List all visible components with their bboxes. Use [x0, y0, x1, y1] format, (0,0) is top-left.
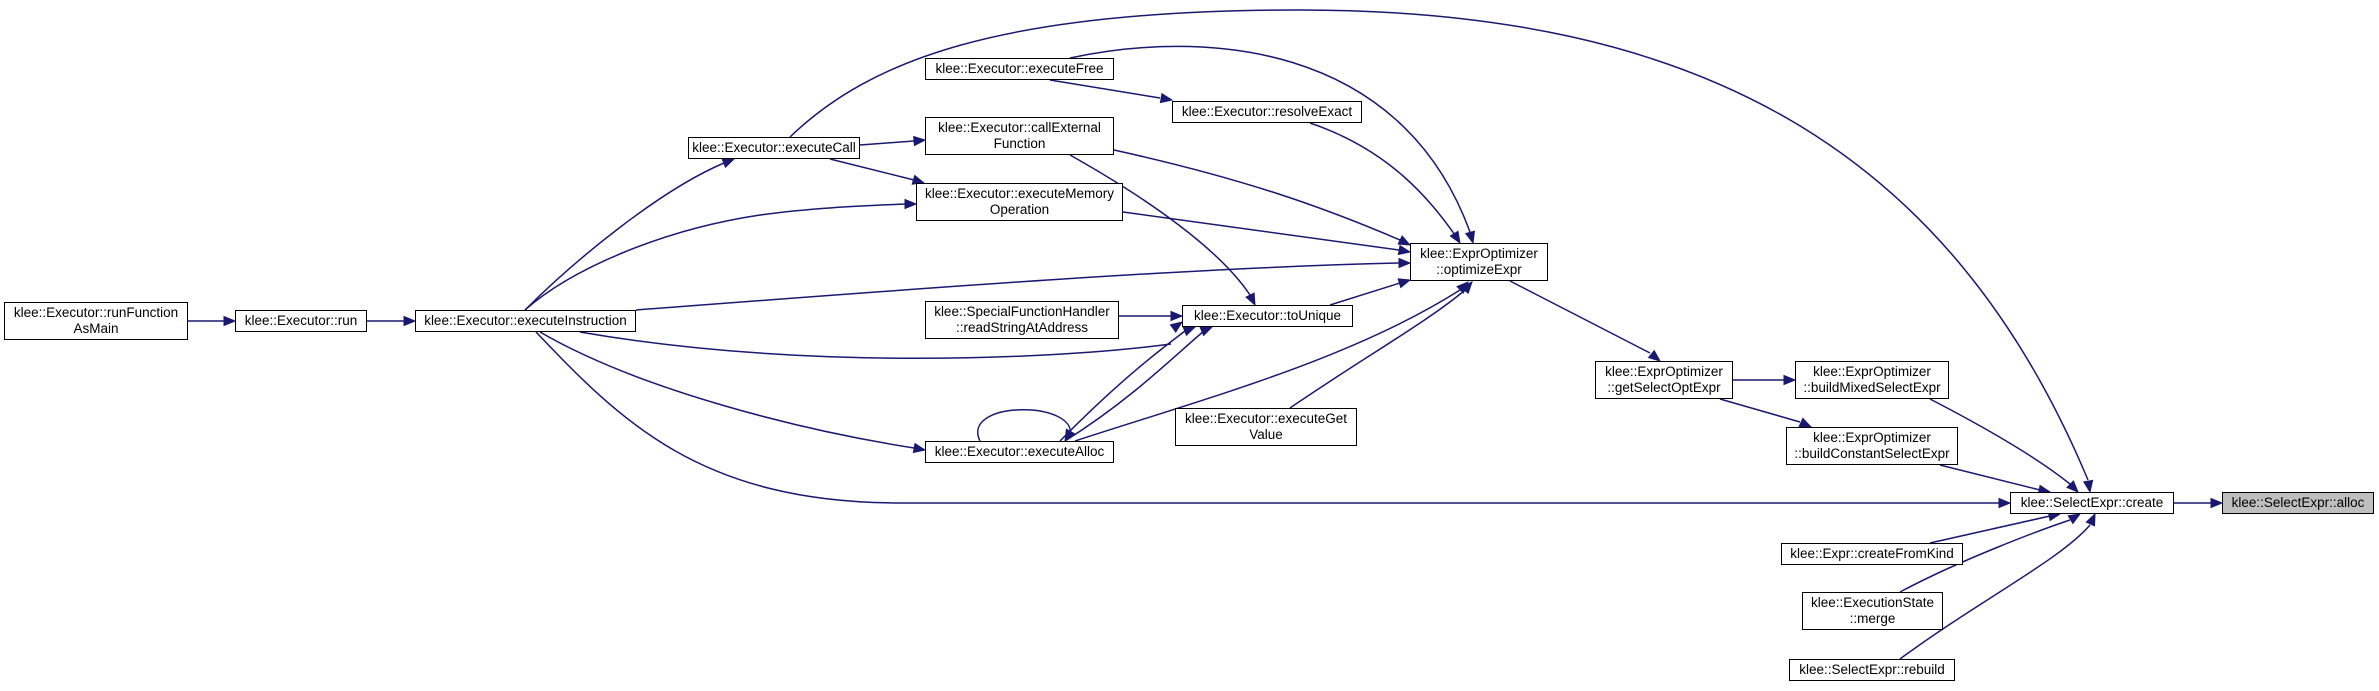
- node-label-line: klee::Executor::resolveExact: [1181, 104, 1353, 119]
- node-label-line: AsMain: [73, 321, 119, 336]
- node-label-line: ::getSelectOptExpr: [1607, 380, 1721, 395]
- node-execute-alloc[interactable]: klee::Executor::executeAlloc: [925, 441, 1114, 463]
- node-label-line: klee::ExecutionState: [1810, 595, 1935, 610]
- edge-executeinstruction-optimizeexpr: [635, 257, 1412, 311]
- node-label-line: Value: [1249, 427, 1283, 442]
- node-get-select-opt-expr[interactable]: klee::ExprOptimizer ::getSelectOptExpr: [1595, 361, 1733, 399]
- edge-executeinstruction-create: [535, 331, 2012, 509]
- edge-merge-create: [1899, 513, 2082, 593]
- edge-executecall-callexternalfunction: [859, 135, 927, 147]
- edge-executememoryoperation-optimizeexpr: [1122, 211, 1412, 256]
- edge-resolveexact-optimizeexpr: [1309, 122, 1461, 245]
- edge-readstringataddress-tounique: [1119, 310, 1184, 322]
- edge-executeinstruction-executememoryoperation: [524, 198, 918, 311]
- edge-callexternalfunction-tounique: [1069, 154, 1256, 307]
- node-label-line: klee::ExprOptimizer: [1813, 430, 1931, 445]
- node-create-from-kind[interactable]: klee::Expr::createFromKind: [1781, 543, 1963, 565]
- node-call-external-function[interactable]: klee::Executor::callExternal Function: [925, 117, 1114, 155]
- node-to-unique[interactable]: klee::Executor::toUnique: [1182, 305, 1353, 327]
- node-execute-instruction[interactable]: klee::Executor::executeInstruction: [415, 310, 636, 332]
- edge-buildconstant-create: [1939, 464, 2052, 495]
- node-label-line: klee::Executor::executeGet: [1184, 411, 1348, 426]
- edge-run-executeinstruction: [367, 315, 417, 327]
- node-label-line: klee::Executor::executeFree: [935, 61, 1104, 76]
- edge-getselectoptexpr-buildconstant: [1719, 398, 1813, 428]
- edge-executefree-resolveexact: [1049, 79, 1174, 104]
- node-label-line: Operation: [989, 202, 1050, 217]
- node-resolve-exact[interactable]: klee::Executor::resolveExact: [1172, 101, 1362, 123]
- edge-executecall-create: [789, 9, 2094, 494]
- edge-tounique-optimizeexpr: [1329, 278, 1412, 306]
- node-create[interactable]: klee::SelectExpr::create: [2010, 492, 2174, 514]
- node-label-line: klee::Executor::toUnique: [1193, 308, 1342, 323]
- node-label-line: klee::Executor::executeMemory: [924, 186, 1115, 201]
- edge-executeinstruction-executealloc: [539, 331, 927, 454]
- edge-create-alloc: [2174, 497, 2224, 509]
- node-label-line: klee::ExprOptimizer: [1605, 364, 1723, 379]
- edge-runfunctionasmain-run: [188, 315, 237, 327]
- node-label-line: Function: [993, 136, 1046, 151]
- node-label-line: klee::ExprOptimizer: [1813, 364, 1931, 379]
- edge-createfromkind-create: [1929, 511, 2062, 544]
- node-label-line: klee::Executor::run: [244, 313, 358, 328]
- edge-executealloc-tounique-lower: [1064, 326, 1214, 442]
- node-label-line: klee::Executor::executeInstruction: [424, 313, 627, 328]
- node-label-line: ::merge: [1849, 611, 1896, 626]
- edge-buildmixed-create: [1929, 398, 2079, 493]
- edge-executealloc-self: [977, 409, 1076, 443]
- node-label-line: klee::SpecialFunctionHandler: [934, 304, 1110, 319]
- node-label-line: klee::Executor::executeAlloc: [934, 444, 1105, 459]
- node-label-line: ::buildMixedSelectExpr: [1803, 380, 1941, 395]
- node-alloc-current: klee::SelectExpr::alloc: [2222, 492, 2374, 514]
- node-build-mixed-select-expr[interactable]: klee::ExprOptimizer ::buildMixedSelectEx…: [1795, 361, 1949, 399]
- node-run[interactable]: klee::Executor::run: [235, 310, 367, 332]
- edge-optimizeexpr-getselectoptexpr: [1509, 280, 1662, 362]
- node-run-function-as-main[interactable]: klee::Executor::runFunction AsMain: [4, 302, 188, 340]
- edge-executeinstruction-tounique: [579, 321, 1184, 359]
- node-execute-call[interactable]: klee::Executor::executeCall: [688, 137, 860, 159]
- node-execute-memory-operation[interactable]: klee::Executor::executeMemory Operation: [916, 183, 1123, 221]
- node-label-line: klee::Executor::executeCall: [692, 140, 856, 155]
- node-label-line: klee::SelectExpr::create: [2020, 495, 2164, 510]
- node-read-string-at-address[interactable]: klee::SpecialFunctionHandler ::readStrin…: [925, 301, 1119, 339]
- node-execution-state-merge[interactable]: klee::ExecutionState ::merge: [1802, 592, 1943, 630]
- node-label-line: klee::Executor::runFunction: [13, 305, 179, 320]
- node-label-line: klee::Executor::callExternal: [938, 120, 1101, 135]
- node-execute-free[interactable]: klee::Executor::executeFree: [925, 58, 1114, 80]
- node-build-constant-select-expr[interactable]: klee::ExprOptimizer ::buildConstantSelec…: [1786, 427, 1958, 465]
- node-label-line: klee::SelectExpr::rebuild: [1799, 662, 1945, 677]
- edge-executegetvalue-optimizeexpr: [1289, 281, 1473, 409]
- node-label-line: ::buildConstantSelectExpr: [1794, 446, 1950, 461]
- edge-executecall-executememoryoperation: [829, 158, 926, 185]
- edge-getselectoptexpr-buildmixed: [1733, 374, 1797, 386]
- node-rebuild[interactable]: klee::SelectExpr::rebuild: [1789, 659, 1955, 681]
- node-label-line: klee::ExprOptimizer: [1420, 246, 1538, 261]
- edge-rebuild-create: [1899, 512, 2096, 660]
- node-optimize-expr[interactable]: klee::ExprOptimizer ::optimizeExpr: [1410, 243, 1548, 281]
- edge-callexternalfunction-optimizeexpr: [1113, 149, 1412, 246]
- node-label-line: klee::Expr::createFromKind: [1790, 546, 1954, 561]
- node-label-line: ::optimizeExpr: [1436, 262, 1522, 277]
- node-label-line: klee::SelectExpr::alloc: [2231, 495, 2365, 510]
- node-execute-get-value[interactable]: klee::Executor::executeGet Value: [1175, 408, 1357, 446]
- node-label-line: ::readStringAtAddress: [955, 320, 1089, 335]
- edge-executefree-optimizeexpr: [1069, 45, 1476, 245]
